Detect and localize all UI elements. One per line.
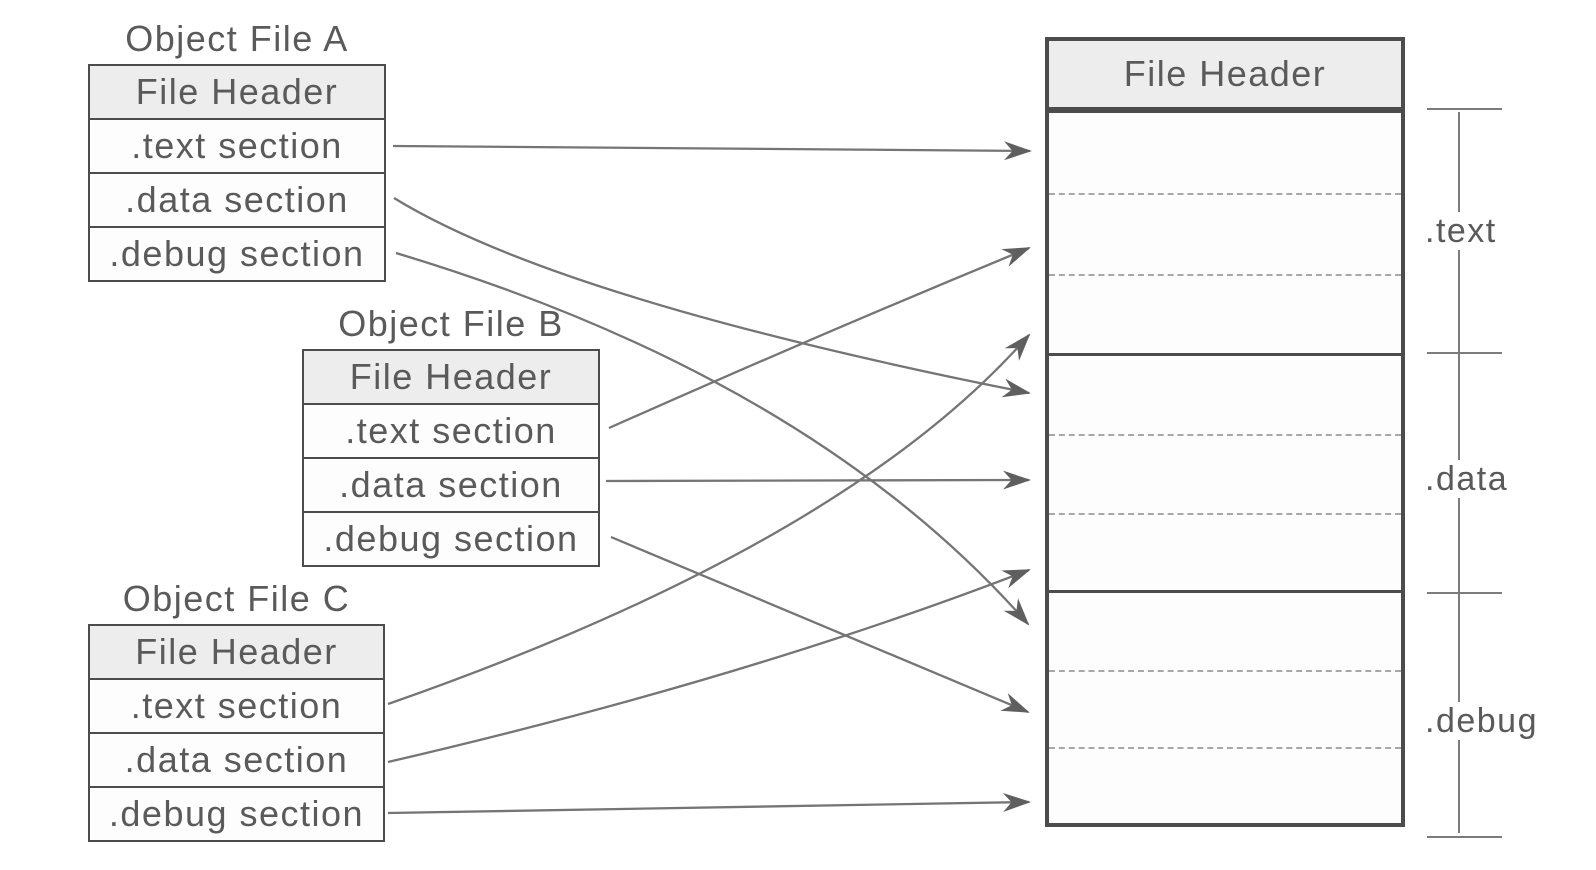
file-header-row: File Header xyxy=(90,66,384,118)
section-divider-dashed xyxy=(1049,747,1401,750)
debug-section-row: .debug section xyxy=(304,511,598,565)
exec-debug-section xyxy=(1049,590,1401,823)
object-file-a-box: File Header .text section .data section … xyxy=(88,64,386,282)
debug-section-row: .debug section xyxy=(90,226,384,280)
arrow-c-debug-to-exec-debug xyxy=(387,792,1031,815)
arrow-b-text-to-exec-text xyxy=(608,246,1031,430)
exec-text-section xyxy=(1049,110,1401,353)
arrow-b-debug-to-exec-debug xyxy=(610,535,1030,714)
arrow-a-text-to-exec-text xyxy=(392,141,1032,161)
text-section-row: .text section xyxy=(90,678,383,732)
executable-file-header: File Header xyxy=(1049,41,1401,110)
object-file-b-box: File Header .text section .data section … xyxy=(302,349,600,567)
object-file-c-title: Object File C xyxy=(122,578,351,619)
arrow-c-data-to-exec-data xyxy=(387,568,1031,764)
object-file-b: Object File B File Header .text section … xyxy=(302,303,600,567)
object-file-a: Object File A File Header .text section … xyxy=(88,18,386,282)
object-file-a-title: Object File A xyxy=(125,18,349,59)
data-section-row: .data section xyxy=(90,172,384,226)
data-section-row: .data section xyxy=(90,732,383,786)
section-divider-dashed xyxy=(1049,273,1401,276)
executable-file-box: File Header xyxy=(1045,37,1405,827)
data-section-row: .data section xyxy=(304,457,598,511)
object-file-c: Object File C File Header .text section … xyxy=(88,578,385,842)
exec-data-section xyxy=(1049,353,1401,590)
bracket-label-debug: .debug xyxy=(1421,702,1542,740)
section-divider-dashed xyxy=(1049,434,1401,437)
file-header-row: File Header xyxy=(90,626,383,678)
text-section-row: .text section xyxy=(304,403,598,457)
text-section-row: .text section xyxy=(90,118,384,172)
bracket-label-text: .text xyxy=(1421,212,1501,250)
arrow-b-data-to-exec-data xyxy=(605,470,1031,490)
file-header-row: File Header xyxy=(304,351,598,403)
bracket-label-data: .data xyxy=(1421,460,1513,498)
object-file-c-box: File Header .text section .data section … xyxy=(88,624,385,842)
section-divider-dashed xyxy=(1049,670,1401,673)
debug-section-row: .debug section xyxy=(90,786,383,840)
section-divider-dashed xyxy=(1049,193,1401,196)
object-file-b-title: Object File B xyxy=(338,303,564,344)
section-divider-dashed xyxy=(1049,512,1401,515)
